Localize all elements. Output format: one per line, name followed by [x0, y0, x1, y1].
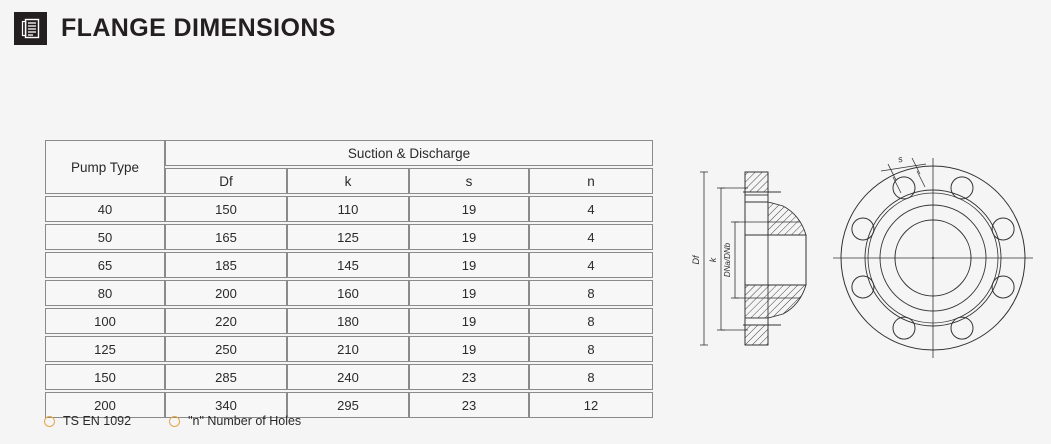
- cell-df: 200: [165, 280, 287, 306]
- bolt-hole: [851, 275, 875, 299]
- cell-pump-type: 40: [45, 196, 165, 222]
- cell-n: 8: [529, 308, 653, 334]
- legend: TS EN 1092 "n" Number of Holes: [44, 414, 301, 428]
- cell-s: 19: [409, 196, 529, 222]
- bolt-hole: [851, 217, 875, 241]
- section-gap-top: [744, 194, 769, 203]
- column-header-k: k: [287, 168, 409, 194]
- cell-s: 19: [409, 308, 529, 334]
- bolt-hole: [950, 316, 974, 340]
- cell-df: 185: [165, 252, 287, 278]
- cell-df: 340: [165, 392, 287, 418]
- table-header-row-sub: Df k s n: [45, 168, 653, 194]
- cell-n: 8: [529, 336, 653, 362]
- document-icon: [14, 12, 47, 45]
- dimension-lines: [700, 171, 800, 346]
- center-point: [932, 257, 934, 259]
- cell-df: 250: [165, 336, 287, 362]
- table-body: 40 150 110 19 4 50 165 125 19 4 65 185 1…: [45, 196, 653, 418]
- table-row: 50 165 125 19 4: [45, 224, 653, 250]
- cell-s: 19: [409, 252, 529, 278]
- page-header: FLANGE DIMENSIONS: [14, 12, 336, 45]
- cell-df: 220: [165, 308, 287, 334]
- cell-s: 19: [409, 280, 529, 306]
- bolt-hole: [991, 217, 1015, 241]
- table-header: Pump Type Suction & Discharge Df k s n: [45, 140, 653, 194]
- cell-k: 145: [287, 252, 409, 278]
- dimension-callout-s: [880, 157, 927, 194]
- cell-k: 240: [287, 364, 409, 390]
- cell-k: 180: [287, 308, 409, 334]
- cell-k: 110: [287, 196, 409, 222]
- cell-pump-type: 50: [45, 224, 165, 250]
- table-header-row-group: Pump Type Suction & Discharge: [45, 140, 653, 194]
- cell-n: 8: [529, 280, 653, 306]
- dimension-label-df: Df: [691, 254, 701, 264]
- cell-pump-type: 125: [45, 336, 165, 362]
- dimension-label-dn: DNa/DNb: [723, 242, 732, 277]
- table-row: 80 200 160 19 8: [45, 280, 653, 306]
- bolt-hole: [991, 275, 1015, 299]
- section-hatch-lower-hub-2: [744, 284, 807, 319]
- section-gap-bottom: [744, 317, 769, 326]
- table-row: 100 220 180 19 8: [45, 308, 653, 334]
- cell-n: 8: [529, 364, 653, 390]
- cell-n: 12: [529, 392, 653, 418]
- cell-s: 23: [409, 364, 529, 390]
- cell-k: 160: [287, 280, 409, 306]
- column-header-suction-discharge: Suction & Discharge: [165, 140, 653, 166]
- cell-pump-type: 150: [45, 364, 165, 390]
- flange-technical-drawing: Df k DNa/DNb: [688, 140, 1048, 380]
- bolt-hole: [892, 176, 916, 200]
- table-row: 125 250 210 19 8: [45, 336, 653, 362]
- dimension-label-k: k: [708, 257, 718, 262]
- cell-k: 210: [287, 336, 409, 362]
- column-header-s: s: [409, 168, 529, 194]
- column-header-n: n: [529, 168, 653, 194]
- table-row: 150 285 240 23 8: [45, 364, 653, 390]
- front-view: [833, 157, 1033, 358]
- legend-label-holes: "n" Number of Holes: [188, 414, 302, 428]
- cell-s: 19: [409, 336, 529, 362]
- cell-s: 23: [409, 392, 529, 418]
- cell-pump-type: 80: [45, 280, 165, 306]
- section-bore: [744, 234, 807, 286]
- cell-s: 19: [409, 224, 529, 250]
- flange-dimensions-table: Pump Type Suction & Discharge Df k s n 4…: [45, 138, 653, 420]
- table-row: 200 340 295 23 12: [45, 392, 653, 418]
- cell-df: 285: [165, 364, 287, 390]
- column-header-df: Df: [165, 168, 287, 194]
- bolt-hole: [950, 176, 974, 200]
- section-hatch-top-lip: [744, 171, 769, 193]
- cell-df: 165: [165, 224, 287, 250]
- flange-drawing-svg: Df k DNa/DNb: [691, 154, 1033, 358]
- cell-pump-type: 200: [45, 392, 165, 418]
- cell-n: 4: [529, 252, 653, 278]
- page-title: FLANGE DIMENSIONS: [61, 14, 336, 42]
- circle-marker-icon: [169, 415, 181, 427]
- cross-section-view: [743, 171, 807, 346]
- table-row: 65 185 145 19 4: [45, 252, 653, 278]
- legend-item-standard: TS EN 1092: [44, 414, 131, 428]
- legend-label-standard: TS EN 1092: [63, 414, 132, 428]
- dimension-label-s: s: [897, 154, 904, 165]
- cell-df: 150: [165, 196, 287, 222]
- cell-n: 4: [529, 196, 653, 222]
- legend-item-holes: "n" Number of Holes: [169, 414, 301, 428]
- circle-marker-icon: [44, 415, 55, 427]
- bolt-hole: [892, 316, 916, 340]
- section-hatch-bottom-lip: [744, 324, 769, 346]
- column-header-pump-type: Pump Type: [45, 140, 165, 194]
- cell-pump-type: 65: [45, 252, 165, 278]
- cell-k: 295: [287, 392, 409, 418]
- cell-pump-type: 100: [45, 308, 165, 334]
- table-row: 40 150 110 19 4: [45, 196, 653, 222]
- section-hatch-upper-hub: [745, 201, 807, 236]
- cell-n: 4: [529, 224, 653, 250]
- cell-k: 125: [287, 224, 409, 250]
